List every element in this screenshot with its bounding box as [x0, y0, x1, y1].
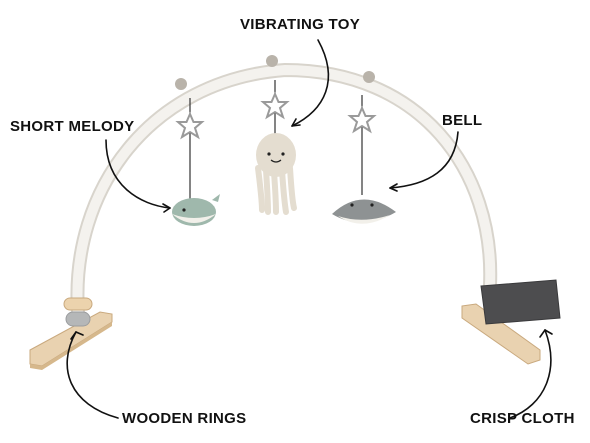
felt-ball-middle	[266, 55, 278, 67]
whale-toy	[172, 194, 220, 226]
label-vibrating-toy: VIBRATING TOY	[240, 16, 361, 33]
star-toy-middle	[260, 91, 290, 120]
label-bell: BELL	[442, 112, 483, 129]
label-wooden-rings: WOODEN RINGS	[122, 410, 247, 427]
wooden-base-right	[461, 303, 541, 365]
octopus-toy	[255, 133, 297, 215]
stingray-toy	[332, 199, 396, 224]
label-short-melody: SHORT MELODY	[10, 118, 135, 135]
label-crisp-cloth: CRISP CLOTH	[470, 410, 575, 427]
star-toy-left	[175, 111, 205, 140]
felt-ball-right	[363, 71, 375, 83]
crisp-cloth	[480, 279, 561, 325]
star-toy-right	[347, 105, 377, 134]
wooden-rings	[63, 297, 93, 327]
arrows	[66, 39, 553, 419]
felt-ball-left	[175, 78, 187, 90]
